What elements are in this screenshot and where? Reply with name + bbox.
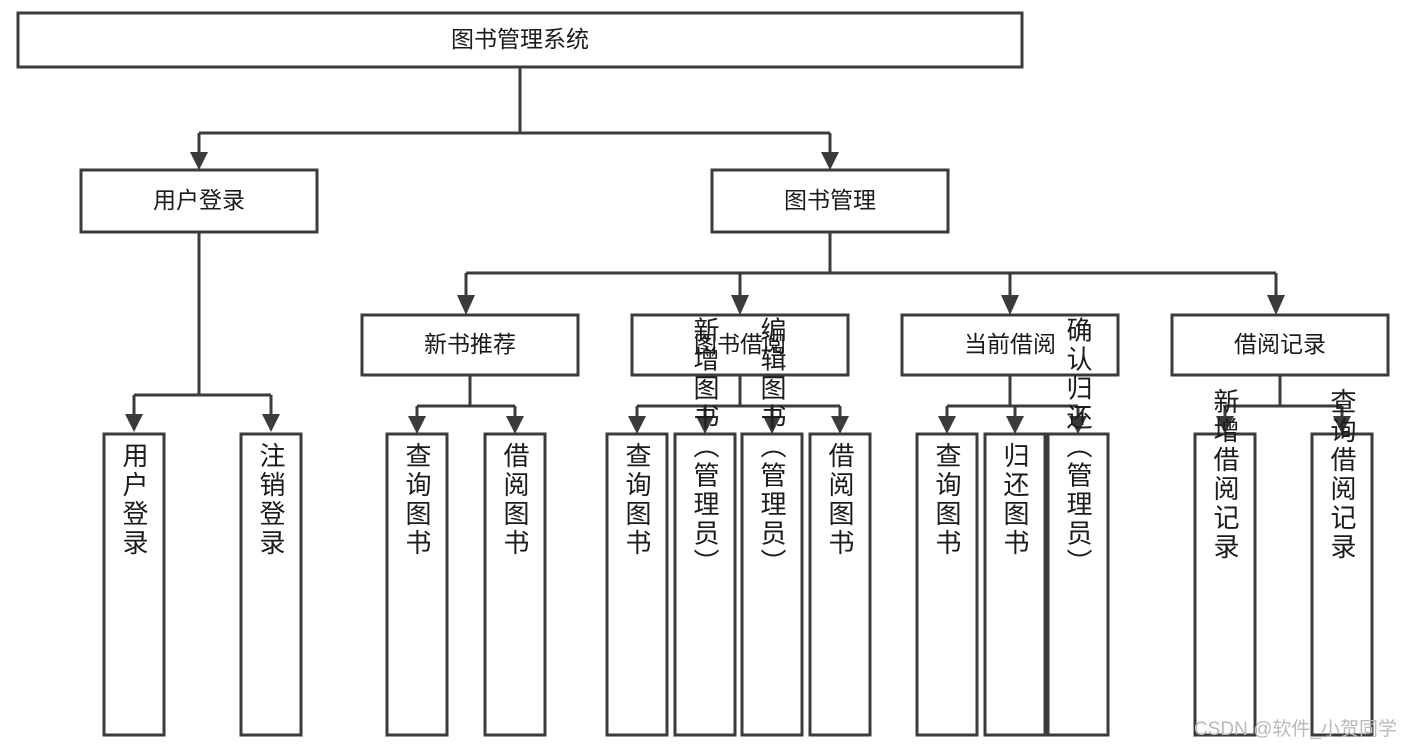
leaf-node-borrow-query-book[interactable]: 查询图书 — [605, 432, 669, 737]
leaf-node-record-add-record[interactable]: 新增借阅记录 — [1193, 388, 1257, 737]
arrow-book-mgmt — [821, 152, 839, 170]
leaf-node-user-login-login[interactable]: 用户登录 — [102, 432, 166, 737]
leaf-box[interactable] — [1193, 432, 1257, 737]
leaf-box[interactable] — [1046, 432, 1110, 737]
csdn-watermark: CSDN @软件_小贺同学 — [1194, 719, 1397, 740]
node-current-borrow[interactable]: 当前借阅 — [900, 313, 1120, 377]
leaf-label: 查询图书 — [622, 442, 652, 558]
node-user-login[interactable]: 用户登录 — [79, 168, 319, 234]
node-book-borrow[interactable]: 图书借阅 — [630, 313, 850, 377]
borrow-record-box[interactable] — [1170, 313, 1390, 377]
arrow-bb-c4 — [831, 416, 849, 434]
leaf-label: 确认归还（管理员） — [1063, 316, 1093, 577]
arrow-nbr-c2 — [506, 416, 524, 434]
leaf-box[interactable] — [483, 432, 547, 737]
new-book-recommend-box[interactable] — [360, 313, 580, 377]
node-root-book-management-system[interactable]: 图书管理系统 — [16, 11, 1024, 69]
arrow-bm-c3 — [1001, 295, 1019, 315]
leaf-node-current-return-book[interactable]: 归还图书 — [983, 432, 1047, 737]
leaf-node-recommend-query-book[interactable]: 查询图书 — [385, 432, 449, 737]
arrow-nbr-c1 — [408, 416, 426, 434]
new-book-recommend-label: 新书推荐 — [424, 331, 516, 357]
arrow-bb-c2 — [696, 416, 714, 434]
leaf-label: 查询借阅记录 — [1327, 388, 1357, 562]
root-label: 图书管理系统 — [451, 26, 589, 52]
leaf-label: 用户登录 — [119, 442, 149, 558]
leaf-box[interactable] — [983, 432, 1047, 737]
arrow-cb-c3 — [1069, 416, 1087, 434]
arrow-br-c1 — [1216, 416, 1234, 434]
leaf-label: 查询图书 — [932, 442, 962, 558]
user-login-box[interactable] — [79, 168, 319, 234]
leaf-box[interactable] — [605, 432, 669, 737]
arrow-bb-c3 — [763, 416, 781, 434]
arrow-user-login — [190, 152, 208, 170]
leaf-node-record-query-record[interactable]: 查询借阅记录 — [1310, 388, 1374, 737]
leaf-node-current-confirm-return-admin[interactable]: 确认归还（管理员） — [1046, 316, 1110, 737]
leaf-label: 借阅图书 — [825, 442, 855, 558]
borrow-record-label: 借阅记录 — [1234, 331, 1326, 357]
leaf-label: 归还图书 — [1000, 442, 1030, 558]
leaf-box[interactable] — [673, 432, 737, 737]
leaf-label: 新增图书（管理员） — [690, 316, 720, 577]
arrow-bb-c1 — [628, 416, 646, 434]
leaf-node-borrow-edit-book-admin[interactable]: 编辑图书（管理员） — [740, 316, 804, 737]
arrow-bm-c1 — [457, 295, 475, 315]
leaf-label: 查询图书 — [402, 442, 432, 558]
edges-group — [125, 67, 1351, 434]
leaf-box[interactable] — [102, 432, 166, 737]
arrow-cb-c2 — [1006, 416, 1024, 434]
current-borrow-label: 当前借阅 — [964, 331, 1056, 357]
leaf-label: 新增借阅记录 — [1210, 388, 1240, 562]
root-box[interactable] — [16, 11, 1024, 69]
current-borrow-box[interactable] — [900, 313, 1120, 377]
node-book-management[interactable]: 图书管理 — [710, 168, 950, 234]
leaf-label: 注销登录 — [256, 442, 286, 558]
leaf-box[interactable] — [385, 432, 449, 737]
leaf-node-borrow-add-book-admin[interactable]: 新增图书（管理员） — [673, 316, 737, 737]
book-borrow-box[interactable] — [630, 313, 850, 377]
leaf-box[interactable] — [1310, 432, 1374, 737]
leaf-node-borrow-borrow-book[interactable]: 借阅图书 — [808, 432, 872, 737]
node-new-book-recommend[interactable]: 新书推荐 — [360, 313, 580, 377]
leaf-node-current-query-book[interactable]: 查询图书 — [915, 432, 979, 737]
node-borrow-record[interactable]: 借阅记录 — [1170, 313, 1390, 377]
leaf-box[interactable] — [915, 432, 979, 737]
arrow-cb-c1 — [938, 416, 956, 434]
leaf-box[interactable] — [740, 432, 804, 737]
arrow-br-c2 — [1333, 416, 1351, 434]
leaf-box[interactable] — [808, 432, 872, 737]
arrow-ul-c1 — [125, 414, 143, 432]
leaf-label: 编辑图书（管理员） — [757, 316, 787, 577]
book-management-box[interactable] — [710, 168, 950, 234]
leaf-node-recommend-borrow-book[interactable]: 借阅图书 — [483, 432, 547, 737]
arrow-bm-c2 — [731, 295, 749, 315]
leaf-box[interactable] — [239, 432, 303, 737]
leaf-label: 借阅图书 — [500, 442, 530, 558]
book-borrow-label: 图书借阅 — [694, 331, 786, 357]
leaf-node-user-login-logout[interactable]: 注销登录 — [239, 432, 303, 737]
arrow-ul-c2 — [262, 414, 280, 432]
user-login-label: 用户登录 — [153, 187, 245, 213]
book-management-label: 图书管理 — [784, 187, 876, 213]
arrow-bm-c4 — [1267, 295, 1285, 315]
